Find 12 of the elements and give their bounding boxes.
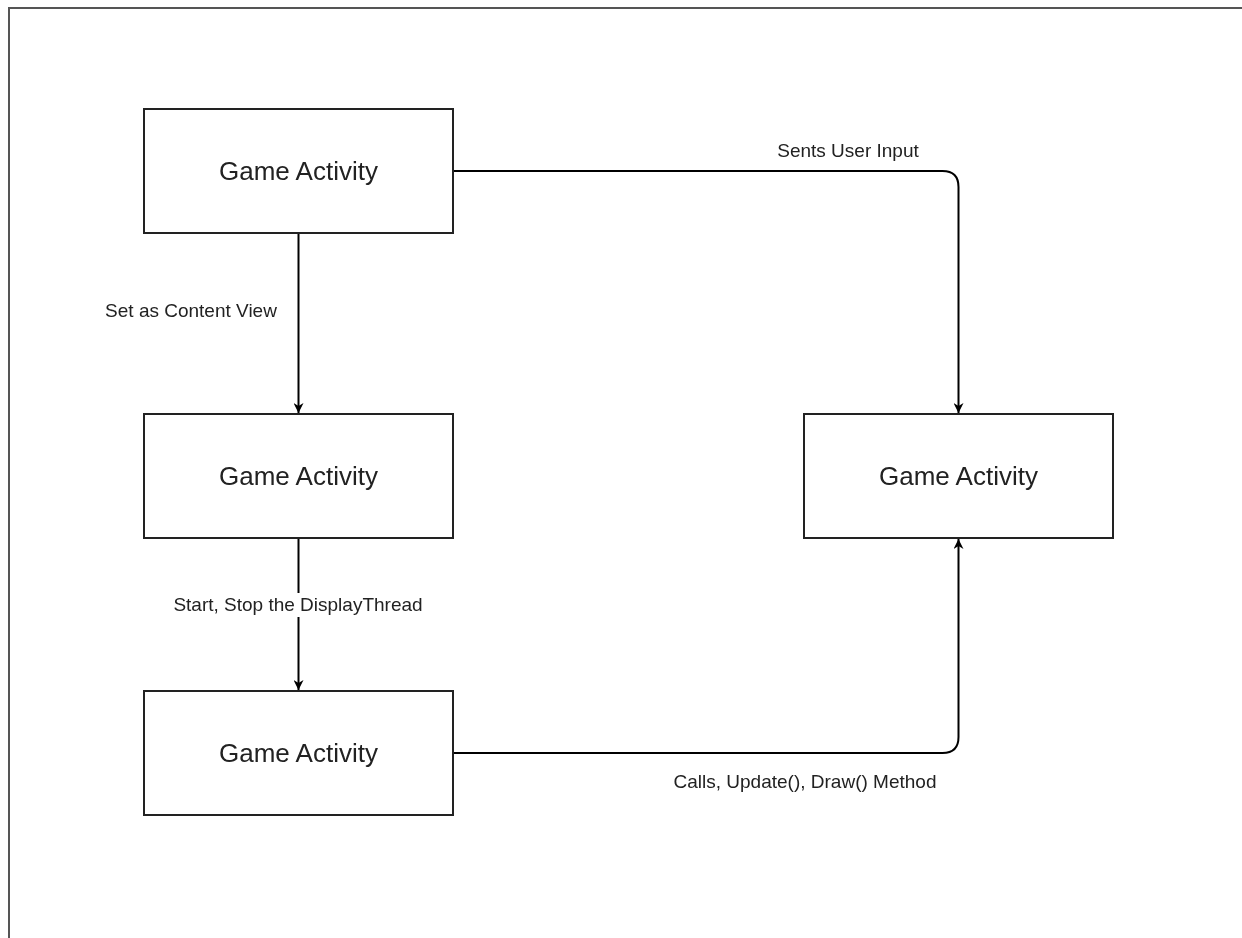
box-label: Game Activity (219, 460, 378, 492)
box-label: Game Activity (219, 155, 378, 187)
arrow (453, 170, 964, 414)
edge-label: Start, Stop the DisplayThread (171, 593, 425, 617)
box-label: Game Activity (879, 460, 1038, 492)
process-box (143, 690, 454, 816)
process-box (143, 413, 454, 539)
arrow (453, 538, 964, 754)
process-box (143, 108, 454, 234)
box-label: Game Activity (219, 737, 378, 769)
arrow (293, 233, 304, 414)
process-box (803, 413, 1114, 539)
